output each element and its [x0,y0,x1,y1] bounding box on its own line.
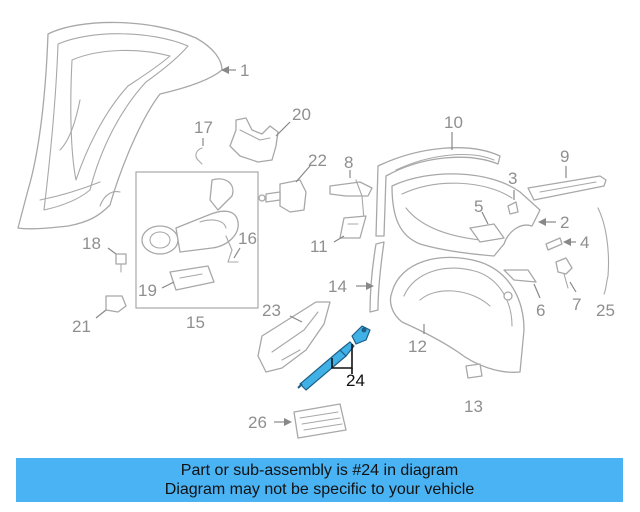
callout-1-group: 1 [221,61,249,80]
part-25-wire: 25 [596,207,615,320]
callout-11: 11 [310,237,328,256]
part-18-screw: 18 [82,234,127,273]
callout-3: 3 [508,169,517,188]
part-17-clip: 17 [194,118,213,165]
part-4-clip: 4 [545,233,589,252]
part-14-strip: 14 [328,241,385,313]
part-20-bracket: 20 [229,105,311,163]
callout-17: 17 [194,118,213,137]
part-8-hinge: 8 [329,153,373,221]
callout-6: 6 [536,301,545,320]
callout-24: 24 [346,371,365,390]
callout-21: 21 [72,317,91,336]
callout-25: 25 [596,301,615,320]
part-2-wheel-arch: 2 [391,173,569,257]
callout-1: 1 [240,61,249,80]
callout-15: 15 [186,313,205,332]
part-26-lamp: 26 [248,403,347,439]
callout-19-group: 19 [138,281,175,300]
part-7-push-clip: 7 [555,257,581,314]
part-12-liner: 12 [389,256,525,373]
banner-line-2: Diagram may not be specific to your vehi… [164,481,475,498]
part-24-highlighted: 24 [297,325,371,391]
part-3-clip: 3 [507,169,519,215]
part-6-seal: 6 [503,269,545,320]
callout-18: 18 [82,234,101,253]
part-5-bracket: 5 [469,197,505,243]
info-banner: Part or sub-assembly is #24 in diagram D… [16,458,623,502]
callout-26: 26 [248,413,267,432]
part-13-clip: 13 [464,363,483,416]
callout-23: 23 [262,301,281,320]
part-21-bumper: 21 [72,295,127,336]
callout-12: 12 [408,337,427,356]
part-23-trim-panel: 23 [257,301,331,373]
callout-10: 10 [444,113,463,132]
callout-22: 22 [308,151,327,170]
part-22-actuator: 22 [258,151,327,213]
callout-4: 4 [580,233,589,252]
callout-20: 20 [292,105,311,124]
callout-13: 13 [464,397,483,416]
part-9-trim-strip: 9 [527,147,607,201]
banner-line-1: Part or sub-assembly is #24 in diagram [180,462,459,479]
parts-diagram: 1 17 20 22 8 11 [17,21,615,439]
callout-19: 19 [138,281,157,300]
callout-5: 5 [474,197,483,216]
callout-2: 2 [560,213,569,232]
callout-9: 9 [560,147,569,166]
callout-14: 14 [328,277,347,296]
part-10-flare: 10 [375,113,501,237]
part-11-cover: 11 [310,215,367,256]
callout-8: 8 [344,153,353,172]
callout-16: 16 [238,229,257,248]
callout-7: 7 [572,295,581,314]
part-1-quarter-panel [17,21,223,230]
part-15-fuel-door-assembly [135,171,259,309]
callout-16-group: 16 [233,229,257,259]
